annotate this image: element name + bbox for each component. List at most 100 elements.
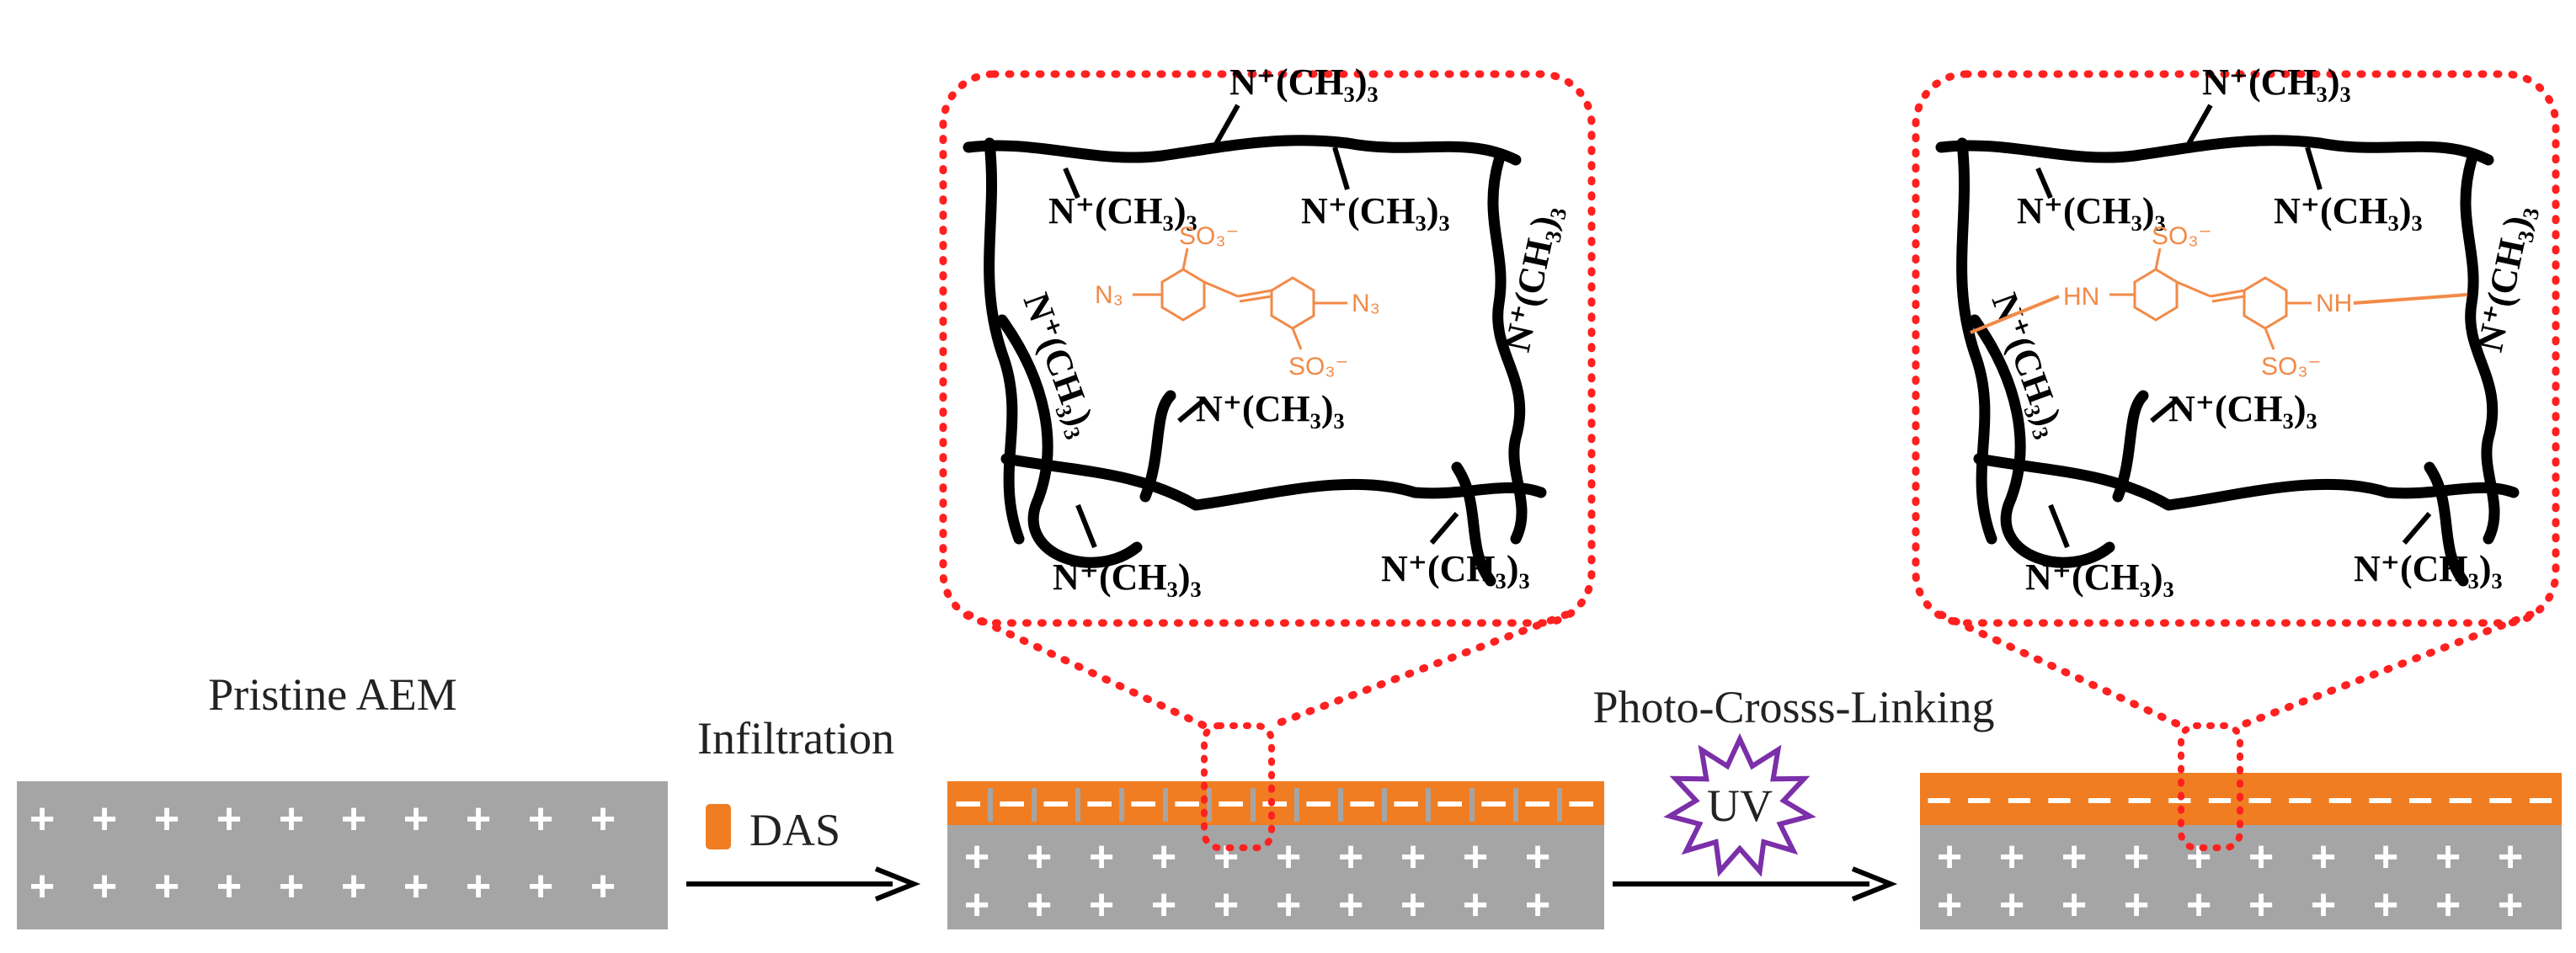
plus-charge: + <box>2311 833 2336 881</box>
plus-charge: + <box>216 862 242 911</box>
plus-charge: + <box>964 833 989 881</box>
minus-charge <box>2128 798 2151 803</box>
sulfonate-label: SO₃⁻ <box>2152 222 2211 250</box>
plus-charge: + <box>466 862 491 911</box>
das-block-gap <box>1469 788 1475 822</box>
plus-charge: + <box>341 795 366 844</box>
plus-charge: + <box>590 862 616 911</box>
amine-label: NH <box>2316 290 2352 317</box>
plus-charge: + <box>2435 881 2461 929</box>
minus-charge <box>2168 798 2191 803</box>
plus-charge: + <box>1338 881 1363 929</box>
das-block-gap <box>1119 788 1124 822</box>
plus-charge: + <box>1027 833 1052 881</box>
das-blocks <box>988 788 1562 822</box>
plus-charge: + <box>466 795 491 844</box>
plus-charge: + <box>1400 833 1426 881</box>
das-molecule-2-labels: HN NH SO₃⁻ SO₃⁻ <box>2063 222 2352 381</box>
minus-charge <box>2289 798 2312 803</box>
plus-charge: + <box>2186 833 2211 881</box>
das-block-gap <box>1557 788 1562 822</box>
quat-label: N⁺(CH₃)₃ <box>2202 61 2351 103</box>
minus-charge <box>2248 798 2271 803</box>
das-block-gap <box>1426 788 1431 822</box>
plus-charge: + <box>528 795 553 844</box>
plus-charge: + <box>154 795 179 844</box>
minus-charge <box>2369 798 2392 803</box>
plus-charge: + <box>2498 881 2523 929</box>
quat-label: N⁺(CH₃)₃ <box>2025 556 2174 598</box>
plus-charge: + <box>92 795 117 844</box>
das-molecule-1-labels: N₃ N₃ SO₃⁻ SO₃⁻ <box>1095 222 1380 381</box>
plus-charge: + <box>1151 833 1176 881</box>
plus-charge: + <box>2373 881 2398 929</box>
crosslinked-membrane: ++++++++++++++++++++ <box>1920 722 2562 929</box>
polymer-network-1 <box>963 135 1547 587</box>
minus-charge <box>1000 801 1024 807</box>
plus-charge: + <box>2248 833 2274 881</box>
plus-charge: + <box>2124 833 2149 881</box>
plus-charge: + <box>1213 881 1239 929</box>
zoom-connector-right-2 <box>2236 610 2535 730</box>
minus-charge <box>1437 801 1462 807</box>
plus-charge: + <box>2124 881 2149 929</box>
uv-label: UV <box>1707 780 1773 831</box>
sulfonate-label: SO₃⁻ <box>1288 353 1348 381</box>
infiltrated-membrane: ++++++++++++++++++++ <box>947 722 1604 929</box>
quat-label: N⁺(CH₃)₃ <box>1053 556 1202 598</box>
plus-charge: + <box>29 795 55 844</box>
photo-crosslinking-arrow <box>1613 866 1898 902</box>
plus-charge: + <box>1999 833 2024 881</box>
infiltrated-fixed-charges: ++++++++++++++++++++ <box>964 833 1550 929</box>
zoom-region-1 <box>1201 722 1275 851</box>
pristine-fixed-charges: ++++++++++++++++++++ <box>29 795 616 911</box>
plus-charge: + <box>154 862 179 911</box>
zoom-inset-crosslinked: N⁺(CH₃)₃ N⁺(CH₃)₃ N⁺(CH₃)₃ N⁺(CH₃)₃ N⁺(C… <box>1912 61 2560 730</box>
minus-charge <box>1569 801 1593 807</box>
crosslinked-surface-charges <box>1928 798 2552 803</box>
sulfonate-label: SO₃⁻ <box>1179 222 1239 250</box>
azide-label: N₃ <box>1352 290 1380 317</box>
minus-charge <box>2208 798 2232 803</box>
quat-label: N⁺(CH₃)₃ <box>1381 548 1530 589</box>
zoom-border-2 <box>1912 70 2560 627</box>
minus-charge <box>1175 801 1199 807</box>
plus-charge: + <box>1151 881 1176 929</box>
quat-label: N⁺(CH₃)₃ <box>1496 201 1568 355</box>
plus-charge: + <box>1463 881 1488 929</box>
minus-charge <box>2449 798 2472 803</box>
plus-charge: + <box>1027 881 1052 929</box>
das-legend-label: DAS <box>749 805 840 855</box>
azide-label: N₃ <box>1095 281 1123 309</box>
das-block-gap <box>1075 788 1080 822</box>
quat-label: N⁺(CH₃)₃ <box>1301 190 1450 232</box>
plus-charge: + <box>1213 833 1239 881</box>
plus-charge: + <box>1338 833 1363 881</box>
das-block-gap <box>1163 788 1168 822</box>
minus-charge <box>1043 801 1068 807</box>
minus-charge <box>2489 798 2512 803</box>
plus-charge: + <box>2248 881 2274 929</box>
plus-charge: + <box>1525 881 1550 929</box>
plus-charge: + <box>1937 881 1962 929</box>
das-block-gap <box>1338 788 1343 822</box>
quat-label: N⁺(CH₃)₃ <box>1196 388 1345 429</box>
quat-label: N⁺(CH₃)₃ <box>2168 388 2317 429</box>
das-molecule-1 <box>1133 248 1347 350</box>
zoom-connector-right-1 <box>1267 610 1571 730</box>
infiltration-arrow <box>686 866 921 902</box>
uv-star: UV <box>1663 732 1816 877</box>
quat-label: N⁺(CH₃)₃ <box>2274 190 2423 232</box>
plus-charge: + <box>216 795 242 844</box>
plus-charge: + <box>2061 881 2087 929</box>
plus-charge: + <box>1276 881 1301 929</box>
das-block-gap <box>1207 788 1212 822</box>
das-legend-swatch <box>706 804 731 849</box>
minus-charge <box>956 801 980 807</box>
plus-charge: + <box>964 881 989 929</box>
das-block-gap <box>1294 788 1299 822</box>
plus-charge: + <box>279 862 304 911</box>
plus-charge: + <box>2061 833 2087 881</box>
plus-charge: + <box>1400 881 1426 929</box>
